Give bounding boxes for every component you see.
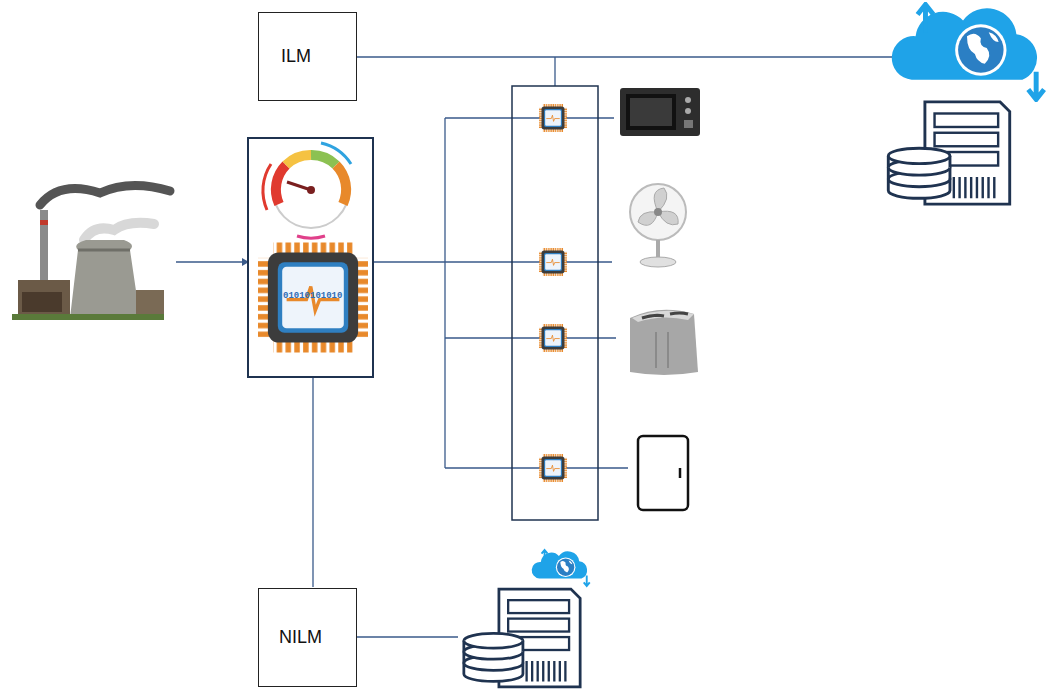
box-label: ILM — [281, 46, 311, 67]
process-box: NILM — [258, 588, 357, 687]
chip-binary-text: 01010101010 — [283, 291, 342, 301]
process-box: ILM — [258, 12, 357, 101]
box-label: NILM — [279, 627, 322, 648]
